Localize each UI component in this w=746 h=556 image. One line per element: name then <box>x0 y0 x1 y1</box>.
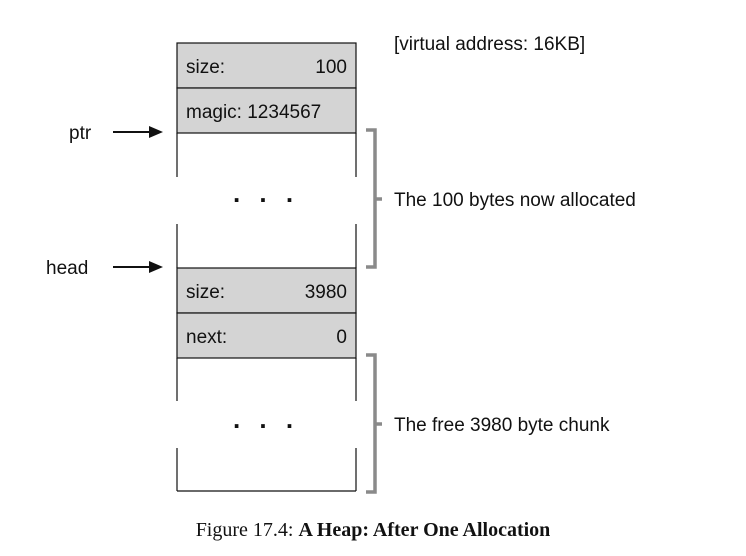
header1-size-cell <box>176 42 357 89</box>
free-bracket <box>366 353 382 494</box>
allocated-label: The 100 bytes now allocated <box>394 190 636 211</box>
heap-diagram: size: 100 magic: 1234567 . . . size: 398… <box>46 34 636 494</box>
allocated-bracket <box>366 128 382 269</box>
header1-size-value: 100 <box>315 57 347 78</box>
header1-magic-cell <box>176 87 357 134</box>
caption-title: A Heap: After One Allocation <box>298 519 551 541</box>
free-region <box>176 358 357 492</box>
header1-magic: magic: 1234567 <box>186 102 321 123</box>
address-note: [virtual address: 16KB] <box>394 34 585 55</box>
figure-caption: Figure 17.4: A Heap: After One Allocatio… <box>0 519 746 542</box>
head-arrow <box>113 261 163 273</box>
ptr-label: ptr <box>69 123 92 144</box>
header2-size-cell <box>176 267 357 314</box>
head-label: head <box>46 258 88 279</box>
header2-next-cell <box>176 312 357 359</box>
free-label: The free 3980 byte chunk <box>394 415 610 436</box>
header2-size-label: size: <box>186 282 225 303</box>
caption-prefix: Figure 17.4: <box>195 519 299 541</box>
allocated-region <box>176 133 357 268</box>
free-ellipsis: . . . <box>233 404 299 434</box>
allocated-ellipsis: . . . <box>233 178 299 208</box>
ptr-arrow <box>113 126 163 138</box>
header2-size-value: 3980 <box>305 282 347 303</box>
header2-next-label: next: <box>186 327 227 348</box>
header2-next-value: 0 <box>336 327 347 348</box>
header1-size-label: size: <box>186 57 225 78</box>
